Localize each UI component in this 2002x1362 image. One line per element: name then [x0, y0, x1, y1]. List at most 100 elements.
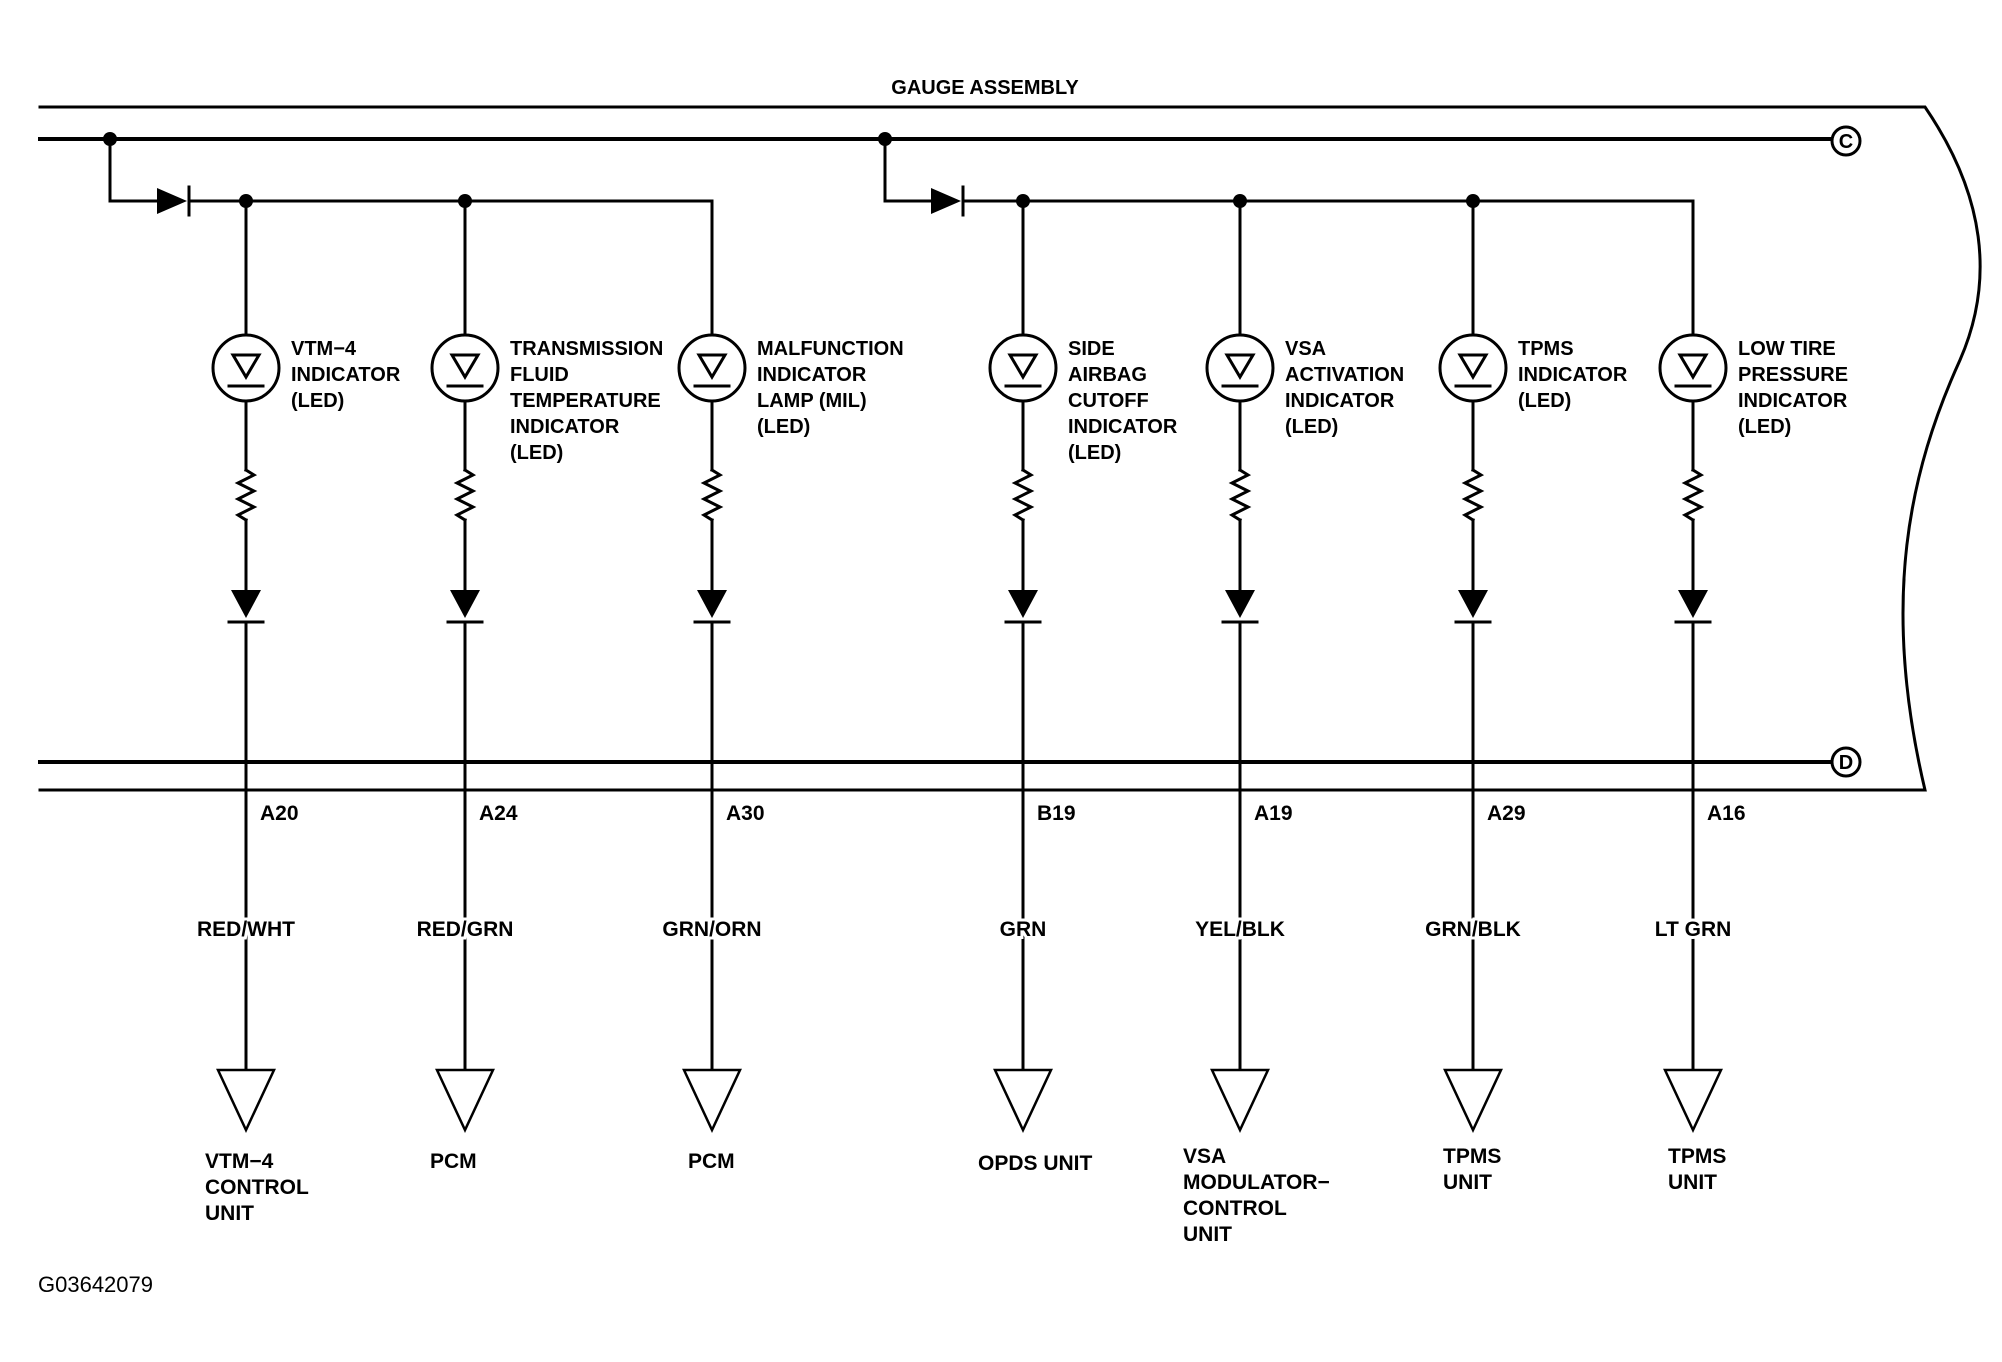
wire-color-label: GRN/ORN [662, 918, 761, 941]
indicator-label: (LED) [291, 390, 344, 412]
indicator-label: VTM−4 [291, 338, 357, 360]
connector-triangle-icon [993, 1068, 1053, 1133]
resistor-icon [1228, 467, 1252, 523]
diode-icon [1678, 590, 1708, 618]
left-feed-group [103, 132, 714, 337]
destination-label: VSA [1183, 1145, 1226, 1168]
connector-triangle-icon [216, 1068, 276, 1133]
indicator-label: INDICATOR [1738, 390, 1848, 412]
terminal-d-circle [1830, 746, 1862, 778]
figure-code: G03642079 [38, 1272, 153, 1297]
terminal-c-circle [1830, 125, 1862, 157]
indicator-label: (LED) [1068, 442, 1121, 464]
indicator-label: VSA [1285, 338, 1326, 360]
connector-triangle-icon [1443, 1068, 1503, 1133]
indicator-label: MALFUNCTION [757, 338, 904, 360]
left-feed-diode-icon [157, 188, 187, 214]
led-icon [1205, 333, 1275, 403]
diode-icon [1225, 590, 1255, 618]
destination-label: VTM−4 [205, 1150, 274, 1173]
indicator-label: (LED) [1518, 390, 1571, 412]
indicator-label: SIDE [1068, 338, 1115, 360]
destination-label: CONTROL [205, 1176, 309, 1199]
resistor-icon [453, 467, 477, 523]
diode-icon [1008, 590, 1038, 618]
wire-color-label: RED/WHT [197, 918, 295, 941]
gauge-assembly-title: GAUGE ASSEMBLY [891, 77, 1079, 99]
destination-label: TPMS [1668, 1145, 1726, 1168]
led-diode-icon [449, 353, 481, 380]
resistor-icon [1011, 467, 1035, 523]
connector-triangle-icon [682, 1068, 742, 1133]
diode-icon [697, 590, 727, 618]
pin-label: B19 [1037, 802, 1076, 825]
indicator-label: INDICATOR [1285, 390, 1395, 412]
led-diode-icon [1457, 353, 1489, 380]
wire-color-label: LT GRN [1655, 918, 1732, 941]
destination-label: PCM [430, 1150, 477, 1173]
resistor-icon [700, 467, 724, 523]
pin-label: A24 [479, 802, 518, 825]
led-diode-icon [230, 353, 262, 380]
destination-label: PCM [688, 1150, 735, 1173]
indicator-label: LAMP (MIL) [757, 390, 867, 412]
pin-label: A29 [1487, 802, 1526, 825]
connector-triangle-icon [435, 1068, 495, 1133]
destination-label: UNIT [1183, 1223, 1232, 1246]
terminal-c-label: C [1839, 131, 1853, 153]
wire-color-label: YEL/BLK [1195, 918, 1285, 941]
connector-triangle-icon [1210, 1068, 1270, 1133]
led-diode-icon [1677, 353, 1709, 380]
indicator-label: INDICATOR [291, 364, 401, 386]
wire-color-label: GRN/BLK [1425, 918, 1521, 941]
wire-color-label: GRN [1000, 918, 1047, 941]
indicator-label: INDICATOR [1518, 364, 1628, 386]
pin-label: A20 [260, 802, 299, 825]
indicator-circuit: SIDEAIRBAGCUTOFFINDICATOR(LED)B19GRNOPDS… [978, 194, 1178, 1175]
resistor-icon [1461, 467, 1485, 523]
right-feed-group [878, 132, 1695, 337]
resistor-icon [1681, 467, 1705, 523]
connector-triangle-icon [1663, 1068, 1723, 1133]
indicator-label: TPMS [1518, 338, 1574, 360]
indicator-label: (LED) [510, 442, 563, 464]
left-feed-wire [108, 137, 159, 203]
resistor-icon [234, 467, 258, 523]
indicator-label: ACTIVATION [1285, 364, 1404, 386]
indicator-label: INDICATOR [510, 416, 620, 438]
indicator-label: LOW TIRE [1738, 338, 1836, 360]
indicator-circuit: VSAACTIVATIONINDICATOR(LED)A19YEL/BLKVSA… [1183, 194, 1404, 1246]
indicator-label: TEMPERATURE [510, 390, 661, 412]
indicator-label: INDICATOR [1068, 416, 1178, 438]
destination-label: UNIT [1668, 1171, 1717, 1194]
led-icon [1658, 333, 1728, 403]
led-icon [211, 333, 281, 403]
terminal-d-label: D [1839, 752, 1853, 774]
right-feed-diode-icon [931, 188, 961, 214]
led-diode-icon [696, 353, 728, 380]
gauge-assembly-outline [38, 105, 1982, 792]
indicator-label: TRANSMISSION [510, 338, 663, 360]
pin-label: A19 [1254, 802, 1293, 825]
destination-label: MODULATOR− [1183, 1171, 1330, 1194]
indicator-label: INDICATOR [757, 364, 867, 386]
indicator-label: FLUID [510, 364, 569, 386]
diode-icon [450, 590, 480, 618]
indicator-label: CUTOFF [1068, 390, 1149, 412]
wire-color-label: RED/GRN [417, 918, 514, 941]
left-feed-rail [187, 199, 714, 337]
led-diode-icon [1007, 353, 1039, 380]
destination-label: CONTROL [1183, 1197, 1287, 1220]
pin-label: A30 [726, 802, 765, 825]
destination-label: TPMS [1443, 1145, 1501, 1168]
indicator-circuit: TRANSMISSION FLUID TEMPERATURE INDICATOR (LE… [414, 194, 663, 1173]
led-icon [988, 333, 1058, 403]
indicator-circuit: MALFUNCTION INDICATOR LAMP (MIL) (LED) A30GR… [659, 199, 904, 1173]
diode-icon [231, 590, 261, 618]
indicator-label: (LED) [757, 416, 810, 438]
led-icon [1438, 333, 1508, 403]
indicator-circuits: VTM−4INDICATOR(LED)A20RED/WHTVTM−4CONTRO… [194, 194, 1848, 1246]
destination-label: UNIT [1443, 1171, 1492, 1194]
